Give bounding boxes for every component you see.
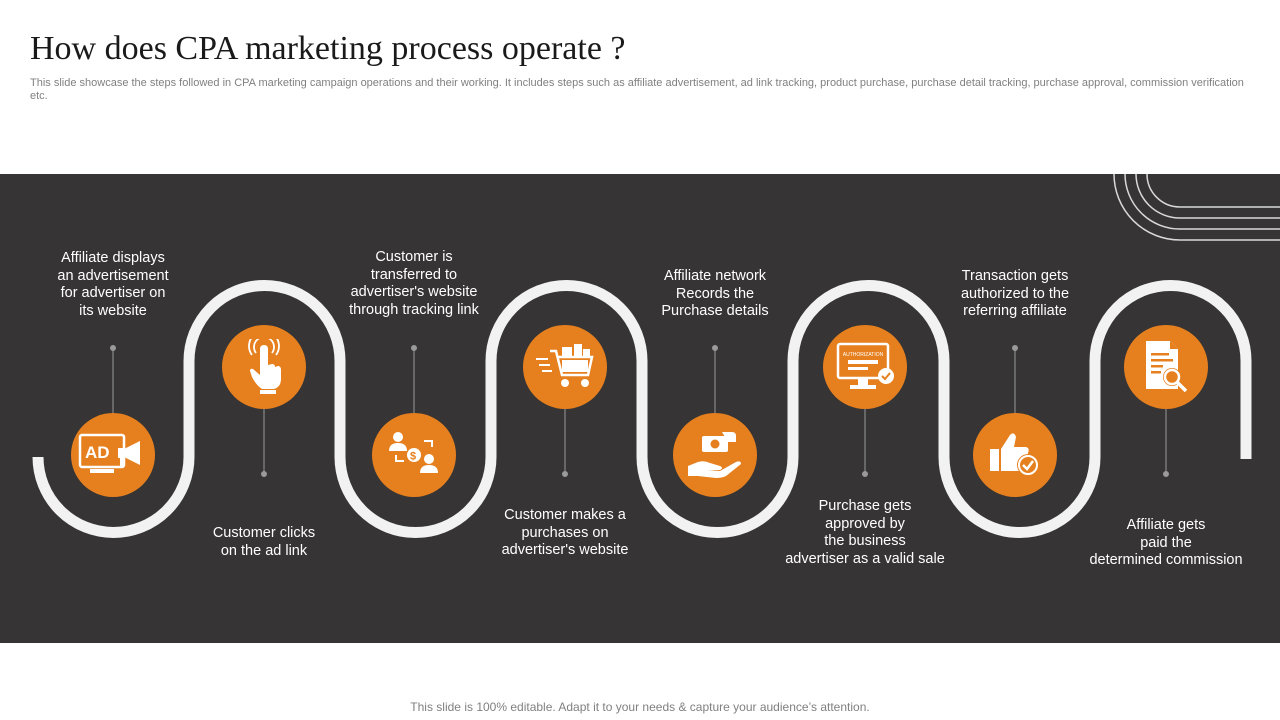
step-1-circle: AD [71,413,155,497]
authorization-label: AUTHORIZATION [843,352,884,358]
ad-megaphone-icon: AD [78,433,140,473]
step-7-circle [973,413,1057,497]
serpentine-path [32,280,1252,538]
svg-text:$: $ [410,451,416,463]
step-7-text: Transaction gets authorized to the refer… [960,268,1070,319]
step-8-text: Affiliate gets paid the determined commi… [1089,517,1243,568]
step-5-circle [673,413,757,497]
step-3-text: Customer is transferred to advertiser's … [349,249,479,318]
footer-note: This slide is 100% editable. Adapt it to… [410,700,870,714]
step-6-circle: AUTHORIZATION [823,325,907,409]
connector-lines [110,345,1169,477]
hand-money-icon [688,432,741,478]
step-6-text: Purchase gets approved by the business a… [785,498,945,567]
step-1-text: Affiliate displays an advertisement for … [57,250,169,319]
process-band: Affiliate displays an advertisement for … [0,174,1280,643]
step-8-circle [1124,325,1208,409]
page-title: How does CPA marketing process operate ? [30,30,626,67]
step-2-circle [222,325,306,409]
document-search-icon [1146,341,1188,393]
monitor-authorization-icon: AUTHORIZATION [836,342,894,389]
hand-click-icon [248,339,281,394]
corner-arcs-decoration [1113,174,1280,241]
step-4-circle [523,325,607,409]
step-5-text: Affiliate network Records the Purchase d… [661,268,769,319]
step-3-circle: $ [372,413,456,497]
people-transfer-icon: $ [389,432,438,473]
step-2-text: Customer clicks on the ad link [212,525,316,559]
step-4-text: Customer makes a purchases on advertiser… [501,507,629,558]
svg-text:AD: AD [85,443,110,462]
process-track [32,174,1280,538]
page-subtitle: This slide showcase the steps followed i… [30,77,1244,102]
shopping-cart-icon [536,344,594,387]
thumbs-up-check-icon [990,433,1039,476]
